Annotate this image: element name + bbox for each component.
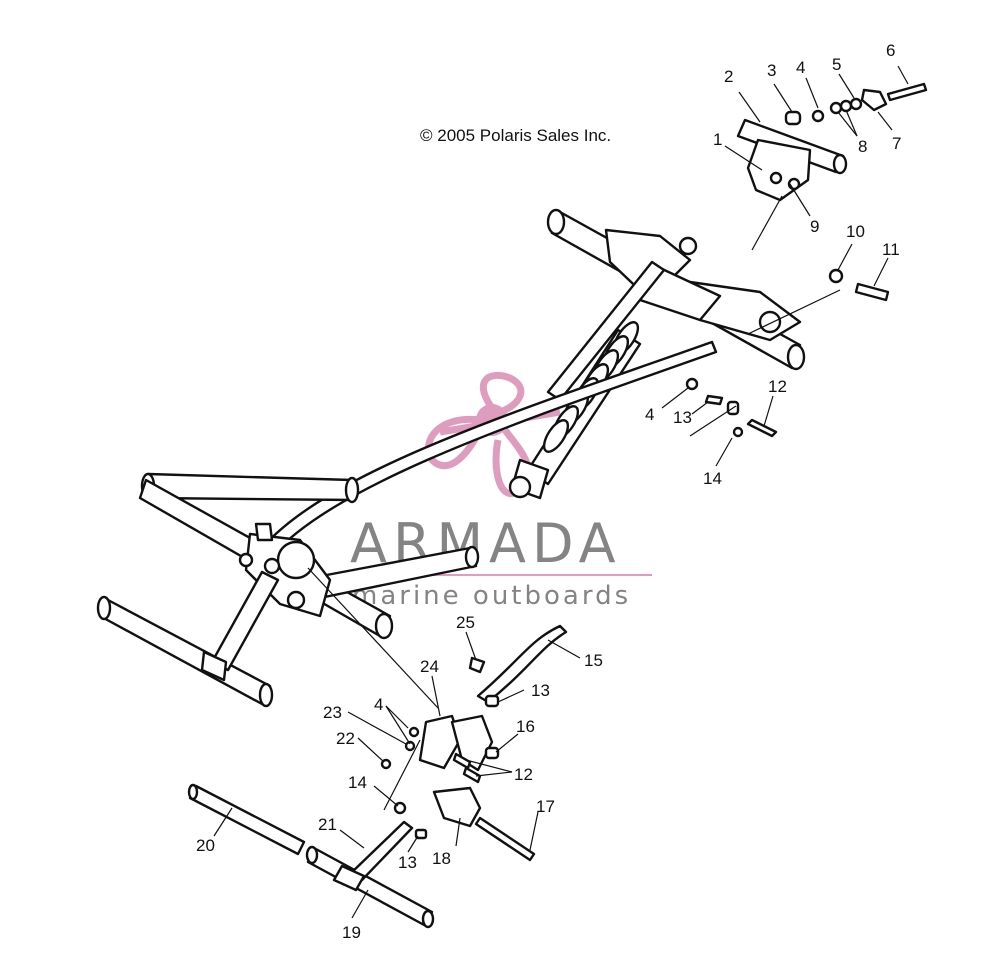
copyright-notice: © 2005 Polaris Sales Inc. xyxy=(420,126,612,145)
callout-10: 10 xyxy=(846,222,865,241)
callout-23: 23 xyxy=(323,703,342,722)
callout-24: 24 xyxy=(420,657,439,676)
assembly-guide-line-3 xyxy=(747,289,841,335)
callout-17: 17 xyxy=(536,797,555,816)
nut-part-14 xyxy=(732,426,744,438)
nut-part-4 xyxy=(811,109,825,123)
callout-7: 7 xyxy=(892,134,901,153)
callout-21: 21 xyxy=(318,815,337,834)
scissor-foot-part-21 xyxy=(332,864,366,892)
assembly-guide-line xyxy=(307,567,439,709)
nut-part-4b xyxy=(685,377,699,391)
callout-4a: 4 xyxy=(796,58,805,77)
assembly-guide-line-2 xyxy=(751,195,783,251)
callout-18: 18 xyxy=(432,849,451,868)
spacer-part-3 xyxy=(784,110,802,126)
bracket-part-7 xyxy=(860,88,888,112)
bracket-plate-part-24a xyxy=(418,714,462,770)
callout-13c: 13 xyxy=(398,853,417,872)
bracket-part-18 xyxy=(432,786,482,828)
callout-leaders xyxy=(213,65,909,919)
callout-2: 2 xyxy=(724,67,733,86)
pin-part-13b xyxy=(484,694,500,708)
torque-rod-part-15 xyxy=(476,624,568,704)
pin-part-13 xyxy=(704,394,724,406)
callout-11: 11 xyxy=(882,240,900,259)
rear-pivot-assembly xyxy=(238,522,332,618)
washer-part-8a xyxy=(829,101,843,115)
bolt-part-17 xyxy=(474,816,536,862)
bolt-part-11 xyxy=(854,282,890,302)
nut-part-23 xyxy=(404,740,416,752)
pin-part-16 xyxy=(484,746,500,760)
callout-12a: 12 xyxy=(768,377,787,396)
callout-5: 5 xyxy=(832,55,841,74)
bolt-part-25 xyxy=(468,656,486,674)
nut-part-10 xyxy=(828,268,844,284)
callout-22: 22 xyxy=(336,729,355,748)
washer-part-5 xyxy=(849,97,863,111)
callout-19: 19 xyxy=(342,923,361,942)
callout-3: 3 xyxy=(767,61,776,80)
bolt-part-12 xyxy=(746,418,778,438)
callout-9: 9 xyxy=(810,217,819,236)
callout-6: 6 xyxy=(886,41,895,60)
assembly-guide-line-4 xyxy=(383,739,421,811)
callout-13b: 13 xyxy=(531,681,550,700)
rear-wheel-shaft xyxy=(96,595,274,708)
watermark-logo: ARMADA marine outboards xyxy=(350,371,652,611)
callout-4b: 4 xyxy=(645,405,654,424)
callout-1: 1 xyxy=(713,130,722,149)
callout-25: 25 xyxy=(456,613,475,632)
hardware-group-center xyxy=(685,377,778,438)
callout-15: 15 xyxy=(584,651,603,670)
torque-arm-link xyxy=(546,260,666,402)
nut-part-4c xyxy=(408,726,420,738)
washer-part-8b xyxy=(839,99,853,113)
rear-lower-shafts xyxy=(187,783,435,929)
callout-16: 16 xyxy=(516,717,535,736)
front-pivot-bracket xyxy=(604,228,802,342)
callout-labels: 1 2 3 4 5 6 7 8 9 10 11 12 4 13 14 15 25… xyxy=(196,41,901,942)
callout-14a: 14 xyxy=(703,469,722,488)
callout-13a: 13 xyxy=(673,408,692,427)
rear-scissor-link xyxy=(200,570,280,682)
hardware-group-top xyxy=(784,82,928,126)
callout-14b: 14 xyxy=(348,773,367,792)
watermark-tagline: marine outboards xyxy=(352,581,631,611)
lower-bracket-assembly xyxy=(380,624,568,862)
hardware-group-right xyxy=(828,268,890,302)
callout-12b: 12 xyxy=(514,765,533,784)
callout-4c: 4 xyxy=(374,695,383,714)
pin-part-12b xyxy=(462,766,482,784)
pin-part-13c xyxy=(414,828,428,840)
callout-8: 8 xyxy=(858,137,867,156)
callout-20: 20 xyxy=(196,836,215,855)
bolt-part-6 xyxy=(886,82,928,102)
